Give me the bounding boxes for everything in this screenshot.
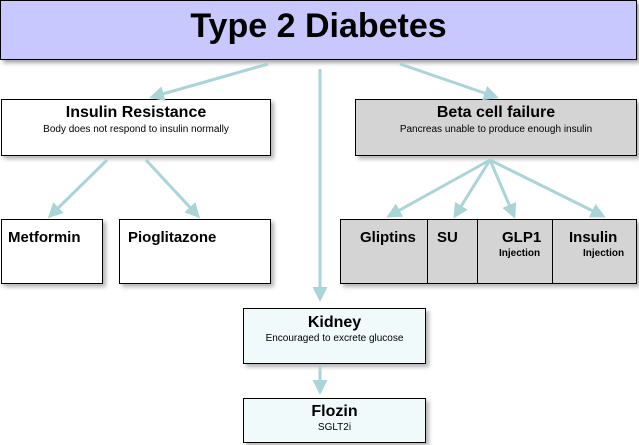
- gliptins-label: Gliptins: [360, 229, 416, 246]
- arrow-to-su: [453, 159, 492, 219]
- metformin-box: Metformin: [1, 219, 103, 284]
- flozin-box: Flozin SGLT2i: [243, 398, 426, 443]
- insulin-resistance-box: Insulin Resistance Body does not respond…: [1, 99, 271, 156]
- beta-cell-failure-title: Beta cell failure: [436, 104, 556, 121]
- glp1-label: GLP1: [502, 229, 542, 246]
- arrow-to-metformin: [47, 158, 109, 219]
- diagram-title: Type 2 Diabetes: [190, 7, 447, 45]
- arrow-to-pioglitazone: [144, 158, 201, 219]
- pioglitazone-label: Pioglitazone: [128, 229, 217, 246]
- arrow-to-glp1: [488, 159, 517, 219]
- drug-divider: [552, 220, 553, 283]
- beta-cell-failure-subtitle: Pancreas unable to produce enough insuli…: [399, 124, 593, 135]
- arrow-to-gliptins: [386, 158, 491, 218]
- flozin-title: Flozin: [311, 403, 358, 420]
- pioglitazone-box: Pioglitazone: [119, 219, 271, 284]
- kidney-subtitle: Encouraged to excrete glucose: [265, 333, 404, 344]
- insulin-label: Insulin: [569, 229, 618, 246]
- insulin-injection-note: Injection: [583, 248, 625, 259]
- arrow-to-beta-cell-failure: [399, 62, 499, 101]
- kidney-box: Kidney Encouraged to excrete glucose: [243, 308, 426, 364]
- metformin-label: Metformin: [8, 229, 81, 246]
- su-label: SU: [437, 229, 458, 246]
- kidney-title: Kidney: [307, 314, 362, 331]
- drug-divider: [427, 220, 428, 283]
- diagram-title-box: Type 2 Diabetes: [0, 0, 637, 60]
- glp1-injection-note: Injection: [499, 248, 541, 259]
- beta-cell-failure-box: Beta cell failure Pancreas unable to pro…: [355, 99, 637, 156]
- flozin-subtitle: SGLT2i: [317, 422, 352, 433]
- insulin-resistance-subtitle: Body does not respond to insulin normall…: [43, 124, 229, 135]
- beta-cell-drugs-box: Gliptins SU GLP1 Injection Insulin Injec…: [340, 219, 637, 284]
- insulin-resistance-title: Insulin Resistance: [65, 104, 207, 121]
- arrow-to-insulin: [489, 158, 606, 218]
- arrow-to-insulin-resistance: [149, 62, 269, 101]
- drug-divider: [477, 220, 478, 283]
